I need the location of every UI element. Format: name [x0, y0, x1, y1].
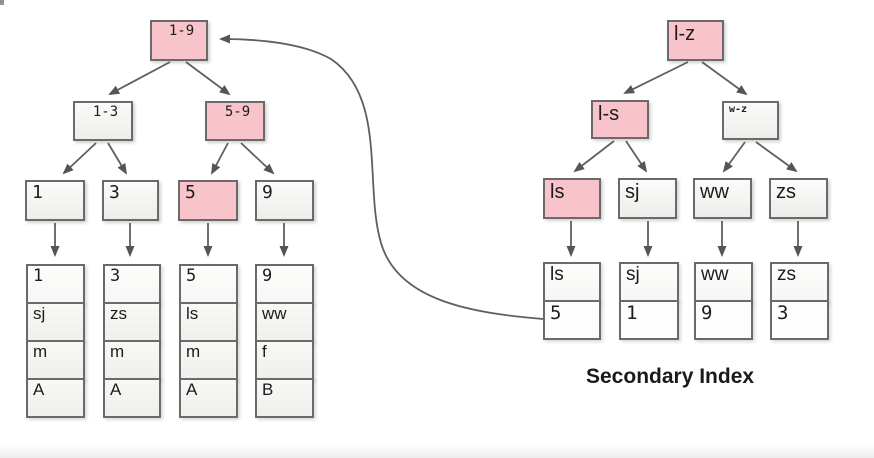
edge-1-9-to-1-3: [108, 61, 171, 95]
record-cell: 9: [255, 264, 314, 304]
secondary-entry-sj: sj 1: [619, 262, 679, 340]
record-cell: zs: [103, 302, 161, 342]
edge-5-9-to-5: [211, 142, 229, 175]
record-cell: 5: [179, 264, 238, 304]
edge-ls-to-sj-leaf: [625, 140, 648, 173]
entry-value-cell: 1: [619, 300, 679, 340]
entry-value-cell: 5: [543, 300, 601, 340]
secondary-entry-ls: ls 5: [543, 262, 601, 340]
edge-wz-to-zs-leaf: [755, 141, 798, 173]
secondary-leaf-node-sj: sj: [618, 178, 677, 219]
record-column-9: 9 ww f B: [255, 264, 314, 418]
entry-key-cell: ls: [543, 262, 601, 302]
record-cell: 3: [103, 264, 161, 304]
edge-1-3-to-3: [107, 142, 128, 175]
edge-1-9-to-5-9: [185, 61, 231, 96]
secondary-entry-ww: ww 9: [694, 262, 753, 340]
primary-leaf-node-1: 1: [25, 180, 85, 221]
secondary-entry-zs: zs 3: [770, 262, 829, 340]
secondary-index-caption: Secondary Index: [586, 365, 755, 388]
edge-lz-to-ls: [623, 61, 689, 94]
record-cell: ww: [255, 302, 314, 342]
secondary-internal-node-w-z: w-z: [722, 101, 779, 140]
primary-internal-node-5-9: 5-9: [205, 101, 265, 141]
record-cell: A: [179, 378, 238, 418]
record-cell: sj: [26, 302, 85, 342]
record-cell: f: [255, 340, 314, 380]
record-column-5: 5 ls m A: [179, 264, 238, 418]
record-cell: 1: [26, 264, 85, 304]
primary-internal-node-1-3: 1-3: [73, 101, 133, 141]
record-cell: A: [103, 378, 161, 418]
entry-key-cell: ww: [694, 262, 753, 302]
entry-value-cell: 3: [770, 300, 829, 340]
record-column-3: 3 zs m A: [103, 264, 161, 418]
secondary-leaf-node-zs: zs: [769, 178, 828, 219]
record-cell: m: [26, 340, 85, 380]
edge-lz-to-wz: [701, 61, 748, 96]
record-cell: ls: [179, 302, 238, 342]
entry-key-cell: sj: [619, 262, 679, 302]
primary-leaf-node-3: 3: [102, 180, 159, 221]
edge-5-9-to-9: [240, 142, 275, 175]
corner-artifact: [0, 0, 4, 5]
record-cell: m: [103, 340, 161, 380]
secondary-root-node: l-z: [667, 20, 724, 61]
entry-value-cell: 9: [694, 300, 753, 340]
record-cell: m: [179, 340, 238, 380]
secondary-internal-node-l-s: l-s: [591, 100, 649, 139]
edge-1-3-to-1: [62, 142, 97, 175]
record-cell: B: [255, 378, 314, 418]
secondary-leaf-node-ww: ww: [693, 178, 752, 219]
record-column-1: 1 sj m A: [26, 264, 85, 418]
edge-wz-to-ww-leaf: [722, 141, 746, 173]
edge-ls-to-ls-leaf: [573, 140, 615, 173]
primary-root-node: 1-9: [150, 20, 208, 61]
primary-leaf-node-5: 5: [178, 180, 238, 221]
primary-leaf-node-9: 9: [255, 180, 314, 221]
secondary-leaf-node-ls: ls: [543, 178, 601, 219]
bottom-shadow: [0, 444, 874, 458]
entry-key-cell: zs: [770, 262, 829, 302]
record-cell: A: [26, 378, 85, 418]
